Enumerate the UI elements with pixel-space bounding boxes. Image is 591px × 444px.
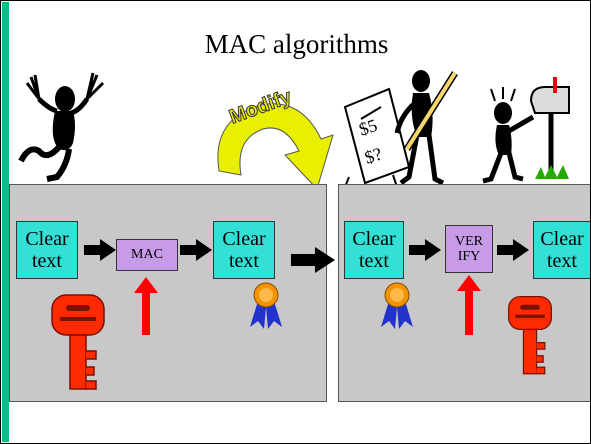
verify-line: IFY bbox=[457, 249, 481, 264]
box-line: Clear bbox=[540, 228, 584, 250]
figure-writing-check-icon: $5 $? bbox=[343, 70, 458, 187]
red-up-arrow-icon bbox=[457, 275, 481, 335]
box-line: Clear bbox=[352, 228, 396, 250]
box-line: Clear bbox=[25, 228, 69, 250]
arrow-right-icon bbox=[409, 239, 441, 261]
red-up-arrow-icon bbox=[134, 277, 158, 335]
box-line: text bbox=[32, 250, 62, 272]
box-line: text bbox=[229, 250, 259, 272]
box-line: text bbox=[547, 250, 577, 272]
key-icon bbox=[508, 295, 552, 375]
ribbon-seal-icon bbox=[250, 282, 282, 329]
ribbon-seal-icon bbox=[381, 282, 413, 329]
arrow-right-icon bbox=[497, 239, 529, 261]
accent-bar bbox=[2, 2, 9, 442]
slide-title: MAC algorithms bbox=[204, 29, 389, 59]
svg-text:$5: $5 bbox=[356, 115, 379, 140]
box-line: Clear bbox=[222, 228, 266, 250]
figure-at-mailbox-icon bbox=[482, 77, 570, 184]
arrow-right-icon bbox=[180, 239, 212, 261]
mac-box: MAC bbox=[116, 239, 178, 271]
arrow-right-icon bbox=[291, 247, 335, 273]
dancing-figure-icon bbox=[18, 72, 105, 182]
verify-line: VER bbox=[455, 233, 483, 249]
box-line: text bbox=[359, 250, 389, 272]
arrow-right-icon bbox=[84, 239, 116, 261]
curved-modify-arrow-icon: Modify bbox=[217, 85, 334, 190]
svg-text:$?: $? bbox=[362, 143, 384, 167]
key-icon bbox=[51, 294, 105, 390]
